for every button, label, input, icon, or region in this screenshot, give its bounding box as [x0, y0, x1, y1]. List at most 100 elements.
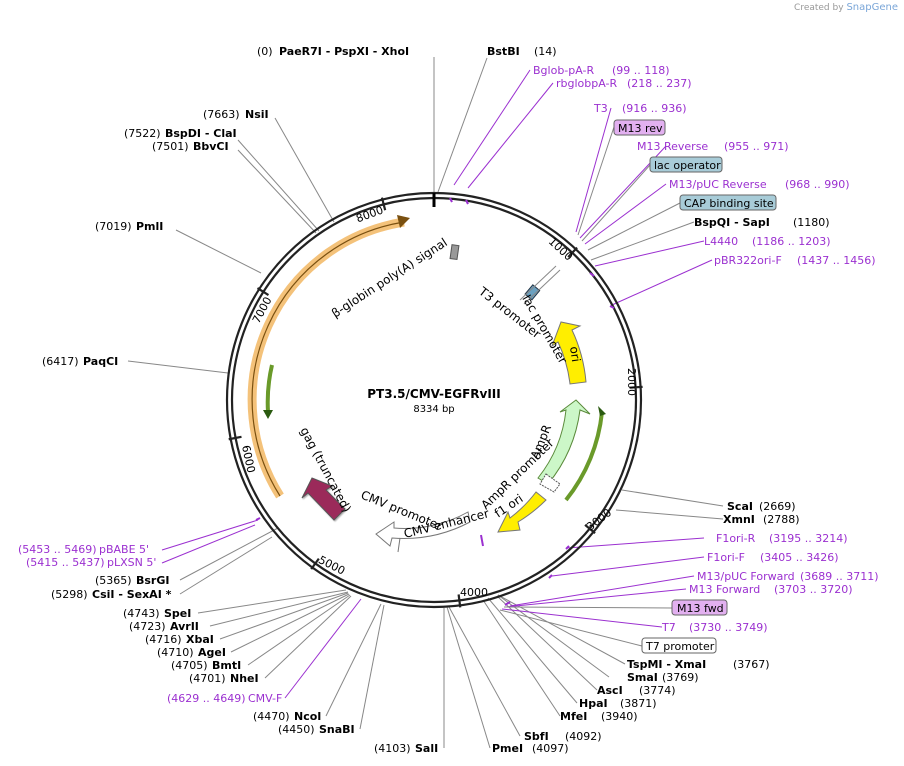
ltr-arrowhead: [397, 215, 410, 228]
enzyme-nhei: NheI: [230, 672, 259, 685]
enzyme-mfei: MfeI: [560, 710, 587, 723]
feature-box-cap-label: CAP binding site: [684, 197, 774, 210]
enzyme-sbfi-pos: (4092): [565, 730, 602, 743]
enzyme-scai-pos: (2669): [759, 500, 796, 513]
ring-tick-6000: [228, 435, 242, 441]
primer-t3: T3: [593, 102, 608, 115]
enzyme-xmni-pos: (2788): [763, 513, 800, 526]
enzyme-pmei-pos: (4097): [532, 742, 569, 755]
primer-bglob: Bglob-pA-R: [533, 64, 595, 77]
primer-leader-lines: [161, 69, 713, 699]
primer-t3-range: (916 .. 936): [622, 102, 687, 115]
ring-tick-labels: 1000 2000 3000 4000 5000 6000 7000 8000: [239, 203, 638, 599]
cmv-divider: [397, 537, 401, 553]
enzyme-asci: AscI: [597, 684, 623, 697]
enzyme-spei-pos: (4743): [123, 607, 160, 620]
primer-ticks: [255, 197, 615, 606]
primer-pbabe: pBABE 5': [99, 543, 149, 556]
enzyme-bmti-pos: (4705): [171, 659, 208, 672]
ampr-promoter-block: [539, 473, 561, 493]
primer-cmvf: CMV-F: [248, 692, 282, 705]
lac-promoter-line: [519, 265, 557, 301]
primer-m13puc-forward: M13/pUC Forward: [697, 570, 795, 583]
enzyme-hpai: HpaI: [579, 697, 608, 710]
primer-bglob-range: (99 .. 118): [612, 64, 670, 77]
primer-pbr322: pBR322ori-F: [714, 254, 782, 267]
tick-6000: 6000: [239, 444, 258, 474]
enzyme-nsii: NsiI: [245, 108, 269, 121]
feature-label-beta-globin: β-globin poly(A) signal: [329, 235, 450, 320]
enzyme-bstbi: BstBI: [487, 45, 520, 58]
primer-t7: T7: [661, 621, 676, 634]
enzyme-sali: SalI: [415, 742, 438, 755]
feature-label-cmv-promoter: CMV promoter: [359, 488, 444, 533]
primer-m13-reverse: M13 Reverse: [637, 140, 708, 153]
feature-box-m13-rev-label: M13 rev: [618, 122, 663, 135]
t3-promoter-line: [523, 269, 561, 305]
enzyme-nsii-pos: (7663): [203, 108, 240, 121]
enzyme-bspqi-pos: (1180): [793, 216, 830, 229]
primer-plxsn-range: (5415 .. 5437): [26, 556, 105, 569]
ring-tick-7000: [256, 287, 270, 296]
plasmid-name: PT3.5/CMV-EGFRvIII: [367, 387, 500, 401]
enzyme-mfei-pos: (3940): [601, 710, 638, 723]
enzyme-bspqi: BspQI - SapI: [694, 216, 770, 229]
green-arrow-left: [265, 364, 274, 413]
enzyme-bspdi-pos: (7522): [124, 127, 161, 140]
enzyme-xmni: XmnI: [723, 513, 755, 526]
primer-l4440-range: (1186 .. 1203): [752, 235, 831, 248]
ori-arrow: [550, 321, 587, 385]
enzyme-tspmi-pos: (3767): [733, 658, 770, 671]
enzyme-pmli: PmlI: [136, 220, 163, 233]
enzyme-hpai-pos: (3871): [620, 697, 657, 710]
feature-box-leaders: [499, 126, 681, 647]
enzyme-top-pos: (0): [257, 45, 273, 58]
enzyme-paqci-pos: (6417): [42, 355, 79, 368]
enzyme-bbvci-pos: (7501): [152, 140, 189, 153]
primer-pbr322-range: (1437 .. 1456): [797, 254, 876, 267]
feature-box-t7-promoter[interactable]: [641, 637, 717, 654]
enzyme-agei-pos: (4710): [157, 646, 194, 659]
enzyme-sali-pos: (4103): [374, 742, 411, 755]
primer-plxsn: pLXSN 5': [107, 556, 156, 569]
enzyme-sbfi: SbfI: [524, 730, 549, 743]
tick-4000: 4000: [460, 586, 488, 599]
enzyme-smai: SmaI: [627, 671, 658, 684]
snapgene-logo: SnapGene: [846, 2, 898, 13]
ring-tick-2000: [629, 385, 643, 389]
primer-m13puc-forward-range: (3689 .. 3711): [800, 570, 879, 583]
enzyme-ncoi: NcoI: [294, 710, 321, 723]
ring-tick-1000: [567, 246, 578, 258]
enzyme-bmti: BmtI: [212, 659, 241, 672]
f1-ori-arrow: [497, 491, 547, 533]
ring-tick-5000: [310, 557, 320, 570]
enzyme-xbai: XbaI: [186, 633, 214, 646]
plasmid-size: 8334 bp: [413, 404, 454, 415]
feature-box-lac-operator[interactable]: [649, 156, 723, 173]
enzyme-agei: AgeI: [198, 646, 226, 659]
ampr-green-arc-head: [598, 406, 606, 416]
enzyme-pmei: PmeI: [492, 742, 523, 755]
enzyme-paqci: PaqCI: [83, 355, 118, 368]
feature-label-ori: ori: [567, 345, 583, 362]
enzyme-bsrgi-pos: (5365): [95, 574, 132, 587]
feature-box-m13-rev[interactable]: [613, 119, 666, 136]
enzyme-bspdi: BspDI - ClaI: [165, 127, 237, 140]
feature-box-lac-operator-label: lac operator: [654, 159, 721, 172]
enzyme-bsrgi: BsrGI: [136, 574, 169, 587]
feature-box-m13-fwd[interactable]: [671, 599, 728, 616]
gag-arrow: [301, 477, 346, 521]
enzyme-avrii-pos: (4723): [129, 620, 166, 633]
ring-tick-4000: [457, 594, 462, 608]
green-arrow-left-head: [263, 410, 273, 419]
tick-2000: 2000: [625, 368, 638, 396]
primer-t7-range: (3730 .. 3749): [689, 621, 768, 634]
primer-f1ori-f-range: (3405 .. 3426): [760, 551, 839, 564]
enzyme-nhei-pos: (4701): [189, 672, 226, 685]
enzyme-pmli-pos: (7019): [95, 220, 132, 233]
enzyme-csii-pos: (5298): [51, 588, 88, 601]
feature-box-cap[interactable]: [679, 194, 777, 211]
leader-lines: [127, 57, 724, 749]
enzyme-scai: ScaI: [727, 500, 753, 513]
